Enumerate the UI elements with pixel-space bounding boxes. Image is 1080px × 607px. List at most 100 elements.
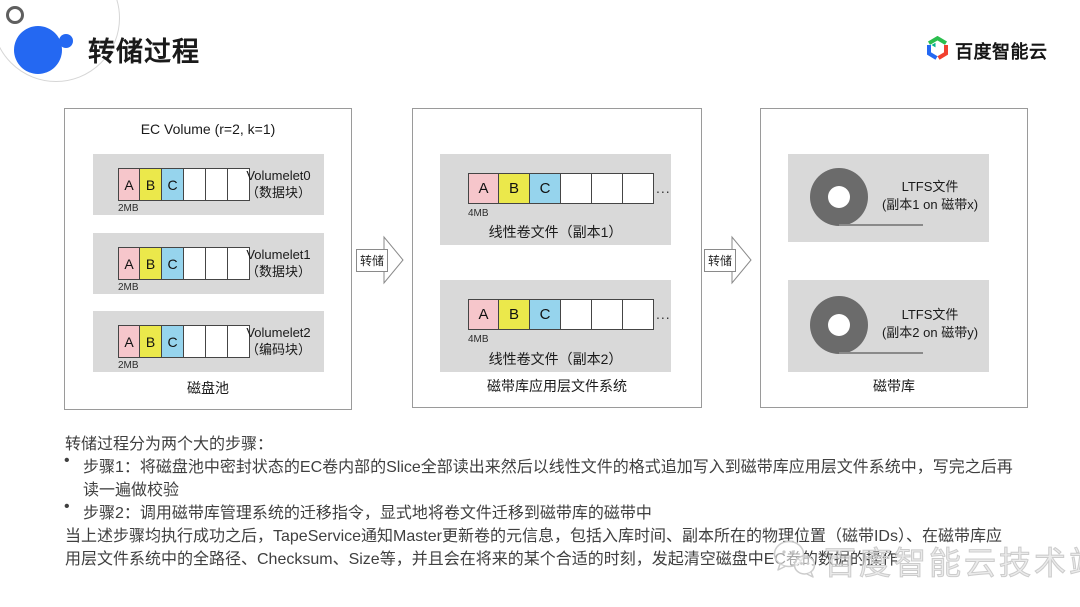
cell-empty [623,299,654,330]
volumelet-row: A B C ... 2MB Volumelet0 （数据块） [93,154,324,215]
tape-library-caption: 磁带库 [873,378,915,394]
ltfs-label: LTFS文件 (副本2 on 磁带y) [874,306,986,342]
volumelet-type: （数据块） [245,264,311,279]
tape-fs-caption: 磁带库应用层文件系统 [487,378,627,394]
brand-name: 百度智能云 [955,42,1048,62]
bullet-icon: • [64,452,70,469]
cell-empty [206,168,228,201]
tape-tail [839,224,923,226]
linear-volume-row: A B C ... 4MB 线性卷文件（副本2） [440,280,671,372]
cell-empty [592,173,623,204]
cell-a: A [118,247,140,280]
linear-volume-row: A B C ... 4MB 线性卷文件（副本1） [440,154,671,245]
cell-c: C [162,168,184,201]
volumelet-label: Volumelet2 （编码块） [233,324,324,358]
decor-blue-dot [59,34,73,48]
linear-volume-label: 线性卷文件（副本2） [488,351,623,367]
dump-arrow-1: 转储 [356,234,404,286]
size-label: 2MB [118,203,139,214]
watermark: 百度智能云技术站 [772,538,1080,584]
tape-reel-icon [810,296,868,354]
ltfs-file-location: (副本2 on 磁带y) [881,325,979,340]
cell-empty [228,247,250,280]
ltfs-label: LTFS文件 (副本1 on 磁带x) [874,178,986,214]
ltfs-row: LTFS文件 (副本2 on 磁带y) [788,280,989,372]
cell-empty [184,247,206,280]
body-closing-line2: 用层文件系统中的全路径、Checksum、Size等，并且会在将来的某个合适的时… [65,551,898,568]
tape-fs-box: A B C ... 4MB 线性卷文件（副本1） A B C ... 4MB [412,108,702,408]
slice-strip: A B C [118,168,250,201]
size-label: 4MB [468,208,489,219]
dump-arrow-label: 转储 [704,249,736,272]
slice-strip: A B C [468,173,654,204]
slice-strip: A B C [118,325,250,358]
volumelet-type: （数据块） [245,185,311,200]
ellipsis: ... [255,332,270,348]
page-title: 转储过程 [88,37,200,67]
body-closing-line1: 当上述步骤均执行成功之后，TapeService通知Master更新卷的元信息，… [65,528,1002,545]
volumelet-type: （编码块） [245,342,311,357]
bullet-icon: • [64,498,70,515]
cell-empty [184,325,206,358]
ltfs-file-name: LTFS文件 [901,179,959,194]
linear-volume-label: 线性卷文件（副本1） [488,224,623,240]
cell-empty [561,173,592,204]
size-label: 2MB [118,360,139,371]
cell-empty [623,173,654,204]
body-intro: 转储过程分为两个大的步骤： [65,436,274,453]
cell-b: B [499,299,530,330]
ellipsis: ... [656,306,671,322]
dump-arrow-2: 转储 [704,234,752,286]
ellipsis: ... [255,254,270,270]
cell-a: A [118,168,140,201]
disk-pool-caption: 磁盘池 [187,380,229,396]
tape-reel-hole [828,186,850,208]
body-step1-line2: 读一遍做校验 [83,482,180,499]
cell-empty [228,168,250,201]
ec-volume-title: EC Volume (r=2, k=1) [140,121,276,137]
body-step1-line1: 步骤1：将磁盘池中密封状态的EC卷内部的Slice全部读出来然后以线性文件的格式… [83,459,1013,476]
tape-reel-icon [810,168,868,226]
cell-b: B [140,168,162,201]
cell-empty [206,247,228,280]
ellipsis: ... [656,180,671,196]
wechat-icon [772,539,816,584]
watermark-text: 百度智能云技术站 [823,545,1080,582]
cell-c: C [530,173,561,204]
baidu-cloud-logo-icon [926,35,949,66]
brand-logo: 百度智能云 [926,35,1048,66]
disk-pool-box: EC Volume (r=2, k=1) A B C ... 2MB Volum… [64,108,352,410]
cell-b: B [499,173,530,204]
ellipsis: ... [255,175,270,191]
volumelet-label: Volumelet1 （数据块） [233,246,324,280]
decor-ring-circle [6,6,24,24]
volumelet-label: Volumelet0 （数据块） [233,167,324,201]
cell-empty [561,299,592,330]
volumelet-row: A B C ... 2MB Volumelet1 （数据块） [93,233,324,294]
cell-empty [206,325,228,358]
cell-b: B [140,247,162,280]
cell-c: C [162,247,184,280]
cell-a: A [118,325,140,358]
size-label: 2MB [118,282,139,293]
tape-reel-hole [828,314,850,336]
volumelet-name: Volumelet2 [246,325,311,340]
cell-empty [592,299,623,330]
volumelet-row: A B C ... 2MB Volumelet2 （编码块） [93,311,324,372]
ltfs-row: LTFS文件 (副本1 on 磁带x) [788,154,989,242]
ltfs-file-location: (副本1 on 磁带x) [881,197,979,212]
cell-a: A [468,173,499,204]
cell-empty [228,325,250,358]
dump-arrow-label: 转储 [356,249,388,272]
slice-strip: A B C [118,247,250,280]
cell-b: B [140,325,162,358]
decor-blue-circle [14,26,62,74]
tape-tail [839,352,923,354]
body-step2: 步骤2：调用磁带库管理系统的迁移指令，显式地将卷文件迁移到磁带库的磁带中 [83,505,652,522]
cell-a: A [468,299,499,330]
ltfs-file-name: LTFS文件 [901,307,959,322]
volumelet-name: Volumelet0 [246,168,311,183]
cell-c: C [530,299,561,330]
size-label: 4MB [468,334,489,345]
